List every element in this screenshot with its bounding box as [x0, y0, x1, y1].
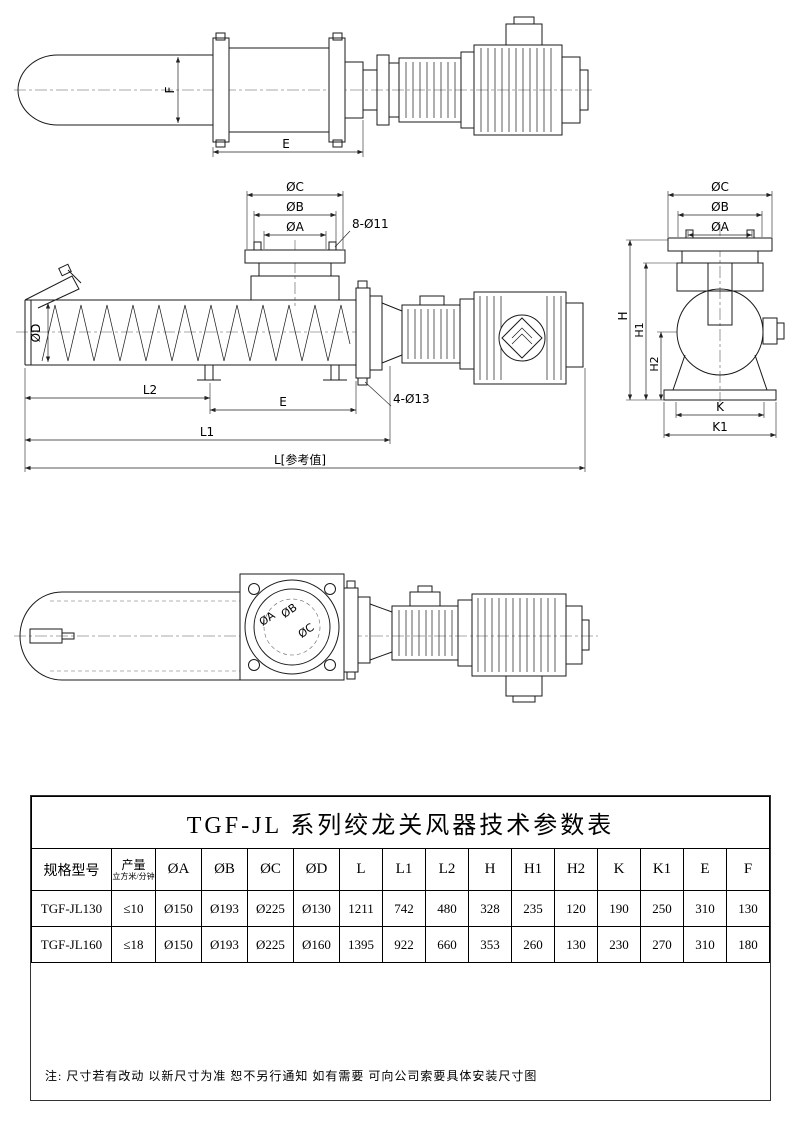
dim-label-e-top: E — [282, 137, 290, 151]
table-title: TGF-JL 系列绞龙关风器技术参数表 — [31, 796, 770, 849]
dim-label-h1: H1 — [633, 322, 646, 337]
end-handle — [29, 628, 75, 644]
technical-drawing: F E ØC ØB ØA 8-Ø11 — [14, 16, 785, 703]
dim-label-f: F — [163, 86, 177, 93]
col-header-capacity: 产量 立方米/分钟 — [111, 848, 156, 891]
motor-front — [473, 291, 584, 385]
gearbox-plan — [391, 585, 459, 661]
table-row: TGF-JL130 ≤10 Ø150 Ø193 Ø225 Ø130 1211 7… — [31, 890, 770, 927]
model-cell: TGF-JL160 — [31, 926, 112, 963]
dim-label-oa-side: ØA — [711, 220, 729, 234]
plan-view: ØA ØB ØC — [14, 573, 598, 703]
front-view: ØC ØB ØA 8-Ø11 — [16, 180, 586, 472]
capacity-unit-label: 立方米/分钟 — [112, 871, 155, 881]
col-header-e: E — [683, 848, 727, 891]
dim-label-ob-front: ØB — [286, 200, 304, 214]
square-flange: ØA ØB ØC — [239, 573, 345, 681]
col-header-l2: L2 — [425, 848, 469, 891]
dim-label-oc-side: ØC — [711, 180, 729, 194]
col-header-k: K — [597, 848, 641, 891]
col-header-l1: L1 — [382, 848, 426, 891]
dim-label-ob-side: ØB — [711, 200, 729, 214]
dim-label-h2: H2 — [648, 356, 661, 371]
gearbox-front — [401, 295, 461, 364]
col-header-od: ØD — [293, 848, 340, 891]
capacity-cell: ≤18 — [111, 926, 156, 963]
dim-label-l-ref: L[参考值] — [274, 452, 326, 467]
col-header-f: F — [726, 848, 770, 891]
col-header-oc: ØC — [247, 848, 294, 891]
dim-label-oc-front: ØC — [286, 180, 304, 194]
dim-label-l2: L2 — [143, 383, 157, 397]
dim-label-k1: K1 — [712, 420, 728, 434]
parameter-sheet: TGF-JL 系列绞龙关风器技术参数表 规格型号 产量 立方米/分钟 ØA ØB… — [30, 795, 771, 1101]
col-header-l: L — [339, 848, 383, 891]
capacity-cell: ≤10 — [111, 890, 156, 927]
footnote: 注: 尺寸若有改动 以新尺寸为准 恕不另行通知 如有需要 可向公司索要具体安装尺… — [45, 1069, 538, 1083]
parameter-table: TGF-JL 系列绞龙关风器技术参数表 规格型号 产量 立方米/分钟 ØA ØB… — [31, 796, 770, 963]
col-header-h1: H1 — [511, 848, 555, 891]
dim-label-h: H — [616, 311, 630, 320]
model-cell: TGF-JL130 — [31, 890, 112, 927]
col-header-oa: ØA — [155, 848, 202, 891]
col-header-h2: H2 — [554, 848, 598, 891]
motor-plan — [471, 593, 590, 703]
col-header-ob: ØB — [201, 848, 248, 891]
capacity-label: 产量 — [121, 857, 146, 872]
dim-label-oa-front: ØA — [286, 220, 304, 234]
inlet-chute — [24, 263, 82, 309]
bolt-note-4-13: 4-Ø13 — [393, 392, 430, 406]
dim-label-k: K — [716, 400, 725, 414]
col-header-h: H — [468, 848, 512, 891]
col-header-model: 规格型号 — [31, 848, 112, 891]
motor-logo — [501, 317, 543, 359]
dim-label-l1: L1 — [200, 425, 214, 439]
motor-top — [473, 16, 589, 136]
top-view: F E — [14, 16, 592, 157]
table-row: TGF-JL160 ≤18 Ø150 Ø193 Ø225 Ø160 1395 9… — [31, 926, 770, 963]
table-header-row: 规格型号 产量 立方米/分钟 ØA ØB ØC ØD L L1 L2 H H1 … — [31, 848, 770, 891]
screw-spiral — [41, 304, 351, 362]
bolt-note-8-11: 8-Ø11 — [352, 217, 389, 231]
col-header-k1: K1 — [640, 848, 684, 891]
dim-label-e-front: E — [279, 395, 287, 409]
dim-label-od: ØD — [29, 324, 43, 343]
side-view: ØC ØB ØA H H1 H2 — [616, 180, 785, 438]
